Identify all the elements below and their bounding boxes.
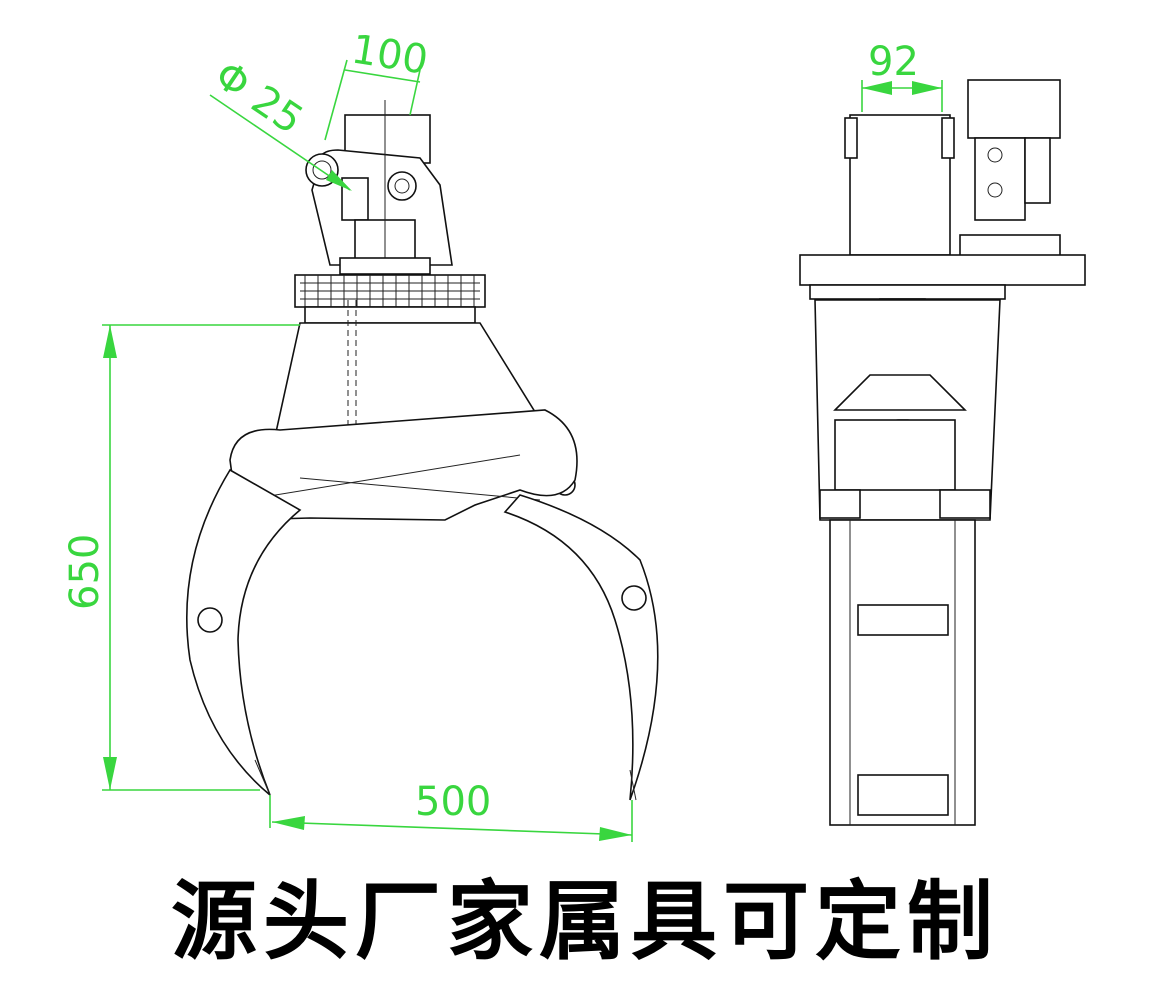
side-view [799, 79, 1086, 826]
dimension-side-width: 92 [861, 39, 943, 112]
dimension-height: 650 [62, 324, 300, 791]
side-width-label: 92 [868, 39, 919, 85]
caption-text: 源头厂家属具可定制 [171, 872, 999, 972]
technical-drawing: Φ 25 100 92 650 500 [62, 26, 1086, 842]
dimension-jaw-span: 500 [269, 779, 633, 842]
top-width-label: 100 [348, 26, 431, 83]
jaw-span-label: 500 [415, 779, 491, 825]
height-label: 650 [62, 534, 108, 610]
pin-diameter-label: Φ 25 [206, 52, 311, 143]
front-view [186, 100, 659, 801]
